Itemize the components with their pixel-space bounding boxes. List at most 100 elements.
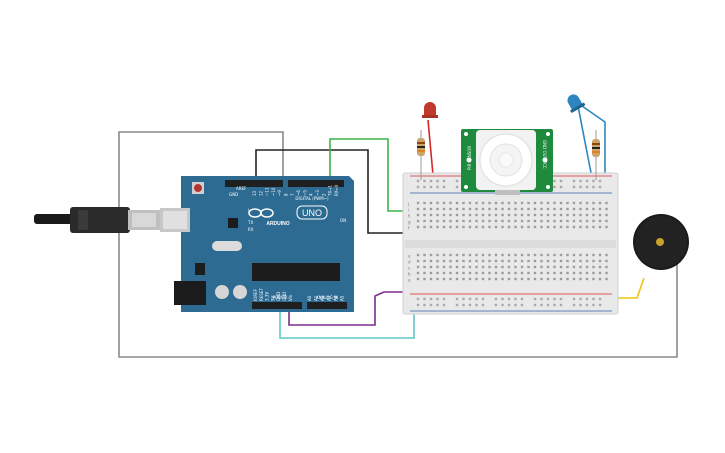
breadboard-hole[interactable] (488, 219, 491, 223)
breadboard-hole[interactable] (533, 225, 537, 229)
breadboard-hole[interactable] (579, 271, 582, 275)
breadboard-hole[interactable] (605, 253, 608, 257)
breadboard-hole[interactable] (605, 277, 608, 281)
breadboard-hole[interactable] (585, 271, 589, 275)
breadboard-hole[interactable] (598, 303, 602, 307)
breadboard-hole[interactable] (553, 265, 556, 269)
breadboard-hole[interactable] (566, 259, 569, 263)
breadboard-hole[interactable] (429, 303, 433, 307)
breadboard-hole[interactable] (598, 179, 602, 183)
breadboard-hole[interactable] (579, 185, 582, 189)
breadboard-hole[interactable] (501, 259, 504, 263)
breadboard-hole[interactable] (559, 185, 563, 189)
breadboard-hole[interactable] (468, 219, 472, 223)
breadboard-hole[interactable] (546, 219, 550, 223)
breadboard-hole[interactable] (468, 213, 472, 217)
breadboard-hole[interactable] (546, 253, 550, 257)
breadboard-hole[interactable] (585, 265, 589, 269)
breadboard-hole[interactable] (520, 225, 524, 229)
breadboard-hole[interactable] (423, 213, 426, 217)
breadboard-hole[interactable] (501, 265, 504, 269)
breadboard-hole[interactable] (592, 253, 595, 257)
breadboard-hole[interactable] (553, 271, 556, 275)
breadboard-hole[interactable] (416, 201, 420, 205)
breadboard-hole[interactable] (481, 297, 485, 301)
breadboard-hole[interactable] (436, 271, 439, 275)
breadboard-hole[interactable] (527, 201, 530, 205)
breadboard-hole[interactable] (527, 259, 530, 263)
breadboard-hole[interactable] (559, 271, 563, 275)
wire-cyan-gnd[interactable] (279, 305, 415, 339)
breadboard-hole[interactable] (540, 271, 543, 275)
breadboard-hole[interactable] (546, 277, 550, 281)
breadboard-hole[interactable] (416, 225, 420, 229)
piezo-buzzer-icon[interactable] (633, 214, 689, 270)
red-led[interactable] (422, 102, 438, 118)
breadboard-hole[interactable] (455, 271, 459, 275)
breadboard-hole[interactable] (585, 297, 589, 301)
breadboard-hole[interactable] (572, 201, 576, 205)
breadboard-hole[interactable] (494, 213, 498, 217)
breadboard-hole[interactable] (481, 303, 485, 307)
breadboard-hole[interactable] (436, 207, 439, 211)
breadboard-hole[interactable] (598, 265, 602, 269)
breadboard-hole[interactable] (436, 253, 439, 257)
breadboard-hole[interactable] (559, 297, 563, 301)
breadboard-hole[interactable] (494, 271, 498, 275)
breadboard-hole[interactable] (455, 201, 459, 205)
breadboard-hole[interactable] (585, 277, 589, 281)
breadboard-hole[interactable] (462, 207, 465, 211)
breadboard-hole[interactable] (553, 277, 556, 281)
breadboard-hole[interactable] (514, 297, 517, 301)
breadboard-hole[interactable] (449, 213, 452, 217)
breadboard-hole[interactable] (481, 207, 485, 211)
breadboard-hole[interactable] (423, 179, 426, 183)
breadboard-hole[interactable] (553, 297, 556, 301)
breadboard-hole[interactable] (416, 219, 420, 223)
breadboard-hole[interactable] (475, 253, 478, 257)
breadboard-hole[interactable] (462, 213, 465, 217)
breadboard-hole[interactable] (423, 277, 426, 281)
breadboard-hole[interactable] (572, 213, 576, 217)
breadboard-hole[interactable] (481, 265, 485, 269)
breadboard-hole[interactable] (416, 207, 420, 211)
breadboard-hole[interactable] (455, 303, 459, 307)
breadboard-hole[interactable] (455, 265, 459, 269)
breadboard-hole[interactable] (520, 213, 524, 217)
breadboard-hole[interactable] (475, 219, 478, 223)
breadboard-hole[interactable] (423, 253, 426, 257)
breadboard-hole[interactable] (540, 213, 543, 217)
breadboard-hole[interactable] (605, 225, 608, 229)
breadboard-hole[interactable] (514, 271, 517, 275)
breadboard-hole[interactable] (488, 207, 491, 211)
breadboard-hole[interactable] (559, 265, 563, 269)
breadboard-hole[interactable] (598, 271, 602, 275)
breadboard-hole[interactable] (540, 265, 543, 269)
breadboard-hole[interactable] (527, 265, 530, 269)
breadboard-hole[interactable] (553, 259, 556, 263)
breadboard-hole[interactable] (475, 277, 478, 281)
breadboard-hole[interactable] (507, 207, 511, 211)
breadboard-hole[interactable] (553, 253, 556, 257)
breadboard-hole[interactable] (429, 213, 433, 217)
breadboard-hole[interactable] (520, 207, 524, 211)
breadboard-hole[interactable] (501, 271, 504, 275)
breadboard-hole[interactable] (585, 225, 589, 229)
breadboard-hole[interactable] (514, 253, 517, 257)
breadboard-hole[interactable] (605, 207, 608, 211)
breadboard-hole[interactable] (514, 303, 517, 307)
breadboard-hole[interactable] (520, 219, 524, 223)
breadboard-hole[interactable] (455, 253, 459, 257)
breadboard-hole[interactable] (546, 265, 550, 269)
breadboard-hole[interactable] (527, 219, 530, 223)
breadboard-hole[interactable] (429, 179, 433, 183)
breadboard-hole[interactable] (429, 253, 433, 257)
resistor-red-led[interactable] (417, 130, 425, 180)
breadboard-hole[interactable] (566, 213, 569, 217)
blue-led[interactable] (564, 91, 586, 114)
breadboard-hole[interactable] (540, 225, 543, 229)
breadboard-hole[interactable] (553, 179, 556, 183)
breadboard-hole[interactable] (566, 265, 569, 269)
breadboard-hole[interactable] (572, 259, 576, 263)
breadboard-hole[interactable] (462, 265, 465, 269)
